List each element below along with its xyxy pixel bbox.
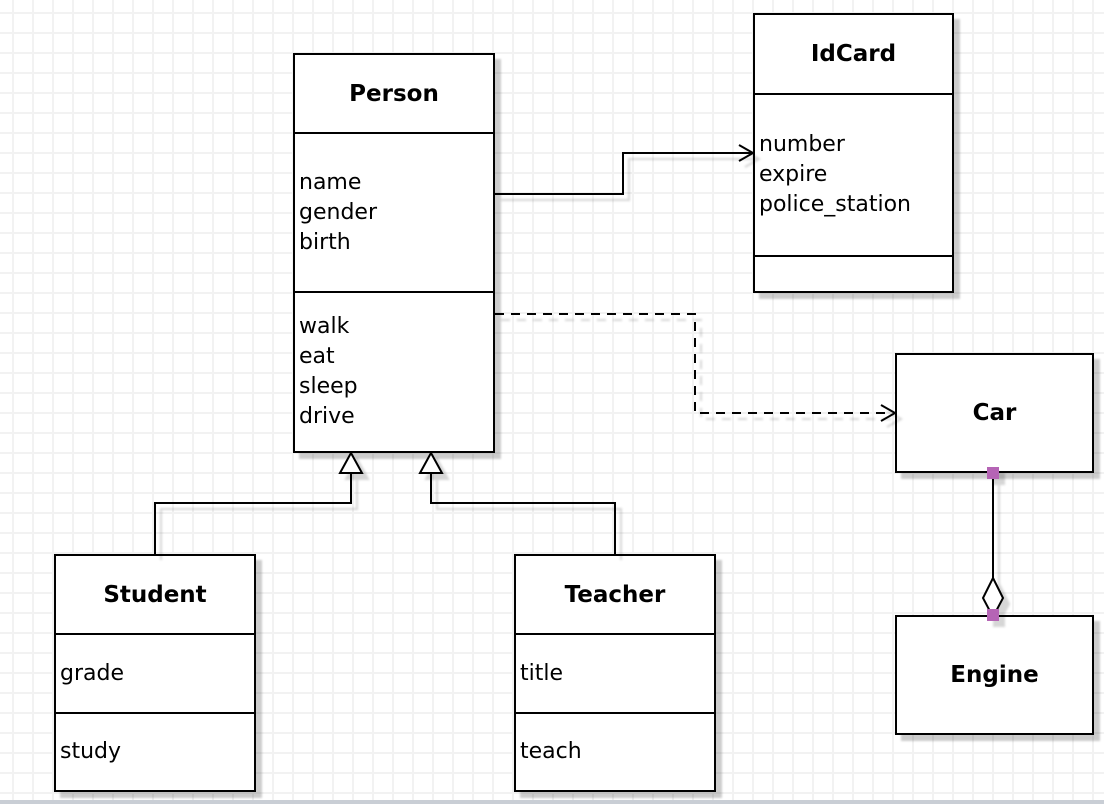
page-edge (0, 800, 1104, 804)
class-person-title: Person (295, 55, 493, 134)
class-person[interactable]: Person name gender birth walk eat sleep … (293, 53, 495, 453)
person-attr-birth: birth (299, 229, 351, 255)
edge-person-car[interactable] (495, 313, 891, 414)
class-student[interactable]: Student grade study (54, 554, 256, 792)
class-student-attributes: grade (56, 635, 254, 714)
class-car-title: Car (972, 400, 1017, 426)
idcard-attr-number: number (759, 132, 845, 157)
class-idcard-methods (755, 257, 952, 291)
class-person-attributes: name gender birth (295, 134, 493, 293)
edge-teacher-person[interactable] (430, 473, 616, 554)
class-person-methods: walk eat sleep drive (295, 293, 493, 451)
class-idcard-title: IdCard (755, 15, 952, 95)
student-attr-grade: grade (60, 660, 124, 686)
person-attr-name: name (299, 169, 362, 195)
idcard-attr-expire: expire (759, 162, 828, 187)
person-method-walk: walk (299, 314, 350, 339)
person-attr-gender: gender (299, 199, 377, 225)
edge-person-idcard[interactable] (495, 152, 751, 195)
class-engine[interactable]: Engine (895, 615, 1094, 735)
open-arrowhead-idcard-icon (738, 144, 756, 162)
hollow-triangle-student-icon (338, 450, 364, 474)
class-student-title: Student (56, 556, 254, 635)
class-student-methods: study (56, 714, 254, 790)
class-teacher[interactable]: Teacher title teach (514, 554, 716, 792)
teacher-attr-title: title (520, 660, 564, 686)
class-idcard-attributes: number expire police_station (755, 95, 952, 257)
class-engine-title: Engine (950, 662, 1039, 688)
person-method-drive: drive (299, 404, 355, 429)
student-method-study: study (60, 739, 122, 764)
person-method-sleep: sleep (299, 374, 358, 399)
teacher-method-teach: teach (520, 739, 582, 764)
open-arrowhead-car-icon (880, 404, 898, 422)
hollow-triangle-teacher-icon (418, 450, 444, 474)
class-car[interactable]: Car (895, 353, 1094, 473)
edge-student-person[interactable] (154, 473, 352, 554)
class-teacher-attributes: title (516, 635, 714, 714)
idcard-attr-police-station: police_station (759, 192, 911, 217)
class-teacher-methods: teach (516, 714, 714, 790)
class-idcard[interactable]: IdCard number expire police_station (753, 13, 954, 293)
hollow-diamond-icon (981, 575, 1005, 620)
class-teacher-title: Teacher (516, 556, 714, 635)
person-method-eat: eat (299, 344, 335, 369)
